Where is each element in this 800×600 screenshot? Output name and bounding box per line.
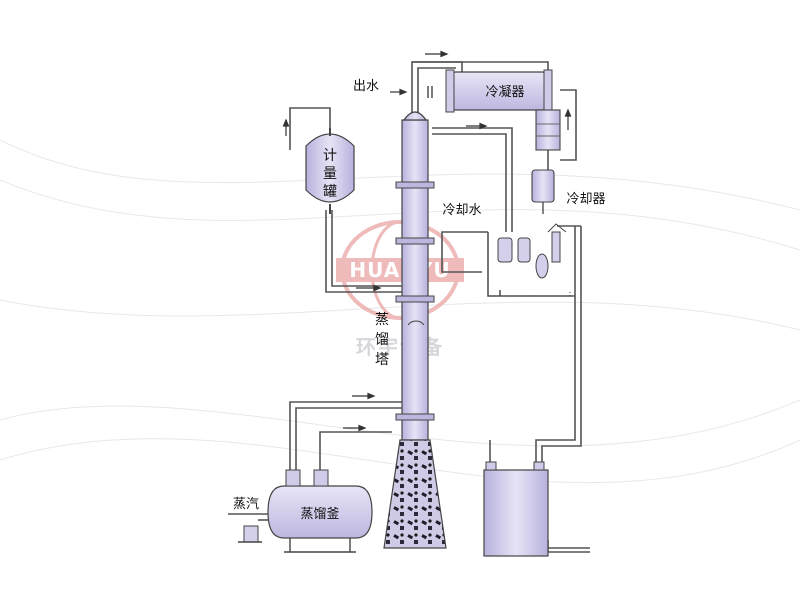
- pipes: [228, 61, 590, 553]
- cooling-water-label: 冷却水: [442, 203, 481, 218]
- cooler-label: 冷却器: [566, 192, 605, 207]
- still-vessel: 蒸馏釜: [267, 469, 373, 553]
- outlet-valve-icon: [427, 86, 433, 98]
- cooler: [531, 169, 555, 214]
- svg-text:蒸: 蒸: [375, 312, 389, 328]
- background-swoosh: [0, 139, 800, 484]
- svg-text:计: 计: [323, 148, 337, 164]
- flowmeter-group: [488, 223, 571, 297]
- condenser: 冷凝器: [445, 69, 561, 151]
- steam-label: 蒸汽: [233, 497, 259, 512]
- watermark-latin: HUANYU: [349, 258, 450, 282]
- still-label: 蒸馏釜: [300, 507, 339, 522]
- svg-text:馏: 馏: [375, 332, 389, 348]
- metering-tank: 计 量 罐: [305, 128, 355, 214]
- svg-text:罐: 罐: [323, 184, 337, 200]
- svg-text:塔: 塔: [375, 352, 389, 368]
- outlet-water-label: 出水: [353, 79, 379, 94]
- flow-arrows: [282, 50, 572, 432]
- watermark-chinese: 环宇设备: [356, 335, 444, 359]
- column-label: 蒸 馏 塔: [375, 312, 389, 368]
- svg-text:量: 量: [323, 166, 337, 182]
- condenser-label: 冷凝器: [485, 84, 524, 100]
- receiver-tank: [483, 461, 549, 557]
- distillation-column: [383, 111, 447, 549]
- steam-valve-icon: [238, 525, 262, 543]
